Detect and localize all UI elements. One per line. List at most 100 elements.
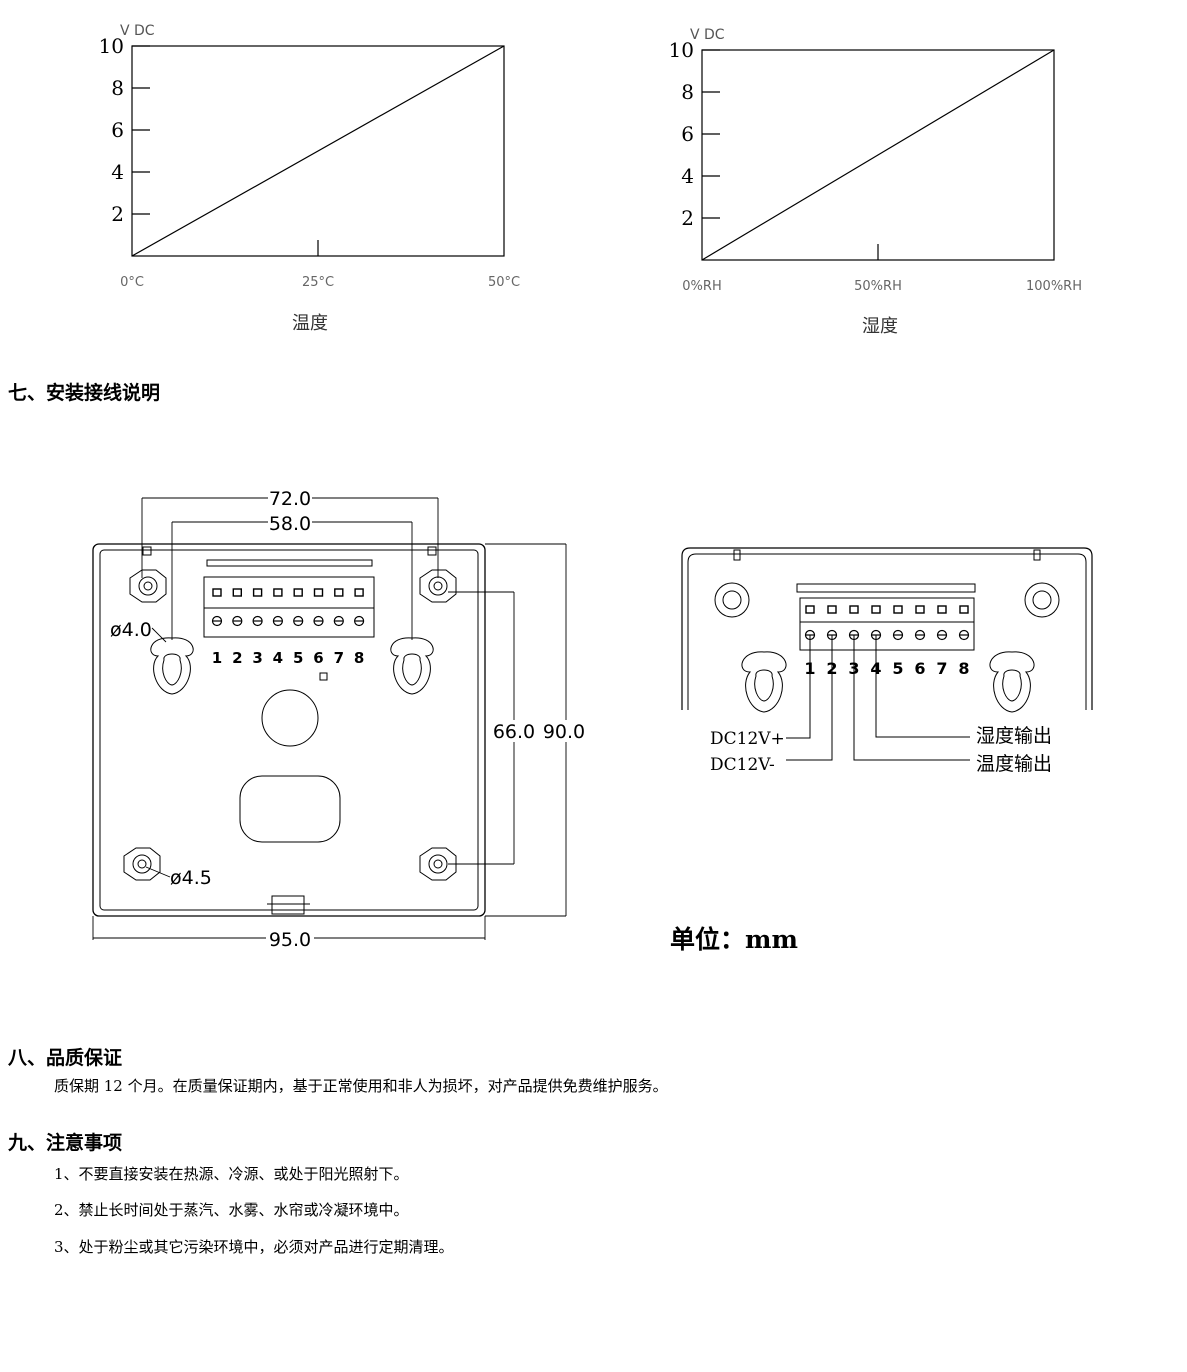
terminal-number: 8 — [354, 649, 364, 667]
housing-outer — [92, 543, 486, 917]
dc12v-minus-label: DC12V- — [710, 755, 775, 775]
c2-y-tick-label: 2 — [681, 206, 694, 230]
c1-y-tick-label: 6 — [111, 118, 124, 142]
wire-terminal-2 — [786, 635, 833, 761]
section9-item-2: 2、禁止长时间处于蒸汽、水雾、水帘或冷凝环境中。 — [54, 1201, 409, 1219]
terminal-screw — [313, 615, 324, 627]
wiring-housing-inner — [687, 553, 1087, 710]
c1-x-tick-label: 0°C — [120, 275, 144, 290]
terminal-wire-slot — [273, 588, 283, 597]
wiring-housing-outer — [681, 547, 1093, 710]
terminal-screw — [892, 629, 904, 641]
wiring-clip-right — [1033, 549, 1041, 561]
chart1-x-axis: 0°C 25°C 50°C — [120, 275, 520, 290]
section9-title: 九、注意事项 — [8, 1132, 123, 1154]
terminal-screw — [211, 615, 223, 627]
terminal-wire-slot — [252, 588, 263, 597]
dim-72-label: 72.0 — [269, 488, 311, 510]
terminal-screw — [914, 629, 926, 641]
center-sensor-hole — [261, 689, 319, 747]
c2-x-tick-label: 100%RH — [1026, 279, 1082, 294]
terminal-wire-slot — [354, 588, 364, 597]
hole-diameter-45-label: ø4.5 — [170, 867, 212, 889]
keyhole-slot-left — [150, 637, 194, 695]
dim-66-bg — [492, 720, 538, 742]
humidity-output-label: 湿度输出 — [976, 725, 1052, 747]
terminal-number: 6 — [313, 649, 323, 667]
section8-body: 质保期 12 个月。在质量保证期内，基于正常使用和非人为损坏，对产品提供免费维护… — [54, 1077, 668, 1095]
terminal-number: 7 — [936, 659, 947, 678]
terminal-screw — [354, 615, 365, 627]
terminal-number: 5 — [892, 659, 903, 678]
indicator-led — [319, 672, 328, 681]
dim-90-label: 90.0 — [543, 721, 585, 743]
chart1-unit-label: V DC — [120, 23, 155, 39]
hole-diameter-4-label: ø4.0 — [110, 619, 152, 641]
wire-terminal-3 — [853, 635, 970, 761]
terminal-number: 4 — [273, 649, 283, 667]
center-window — [239, 775, 341, 843]
c1-y-tick-label: 4 — [111, 160, 124, 184]
terminal-block — [203, 576, 375, 638]
chart2-unit-label: V DC — [690, 27, 725, 43]
terminal-wire-slot — [334, 588, 344, 597]
c1-y-tick-label: 8 — [111, 76, 124, 100]
terminal-wire-slot — [827, 605, 837, 614]
c2-x-tick-label: 0%RH — [682, 279, 721, 294]
section7-title: 七、安装接线说明 — [8, 382, 161, 404]
terminal-wire-slot — [915, 605, 925, 614]
terminal-number: 3 — [252, 649, 262, 667]
section9-item-1: 1、不要直接安装在热源、冷源、或处于阳光照射下。 — [54, 1165, 409, 1183]
dim-66-label: 66.0 — [493, 721, 535, 743]
chart1-series-line — [131, 45, 505, 257]
keyhole-slot-right — [390, 637, 434, 695]
mount-hole-bottom-left — [123, 847, 161, 881]
c2-y-tick-label: 4 — [681, 164, 694, 188]
chart2-x-axis-label: 湿度 — [862, 316, 898, 337]
mount-hole-bottom-right — [419, 847, 457, 881]
terminal-wire-slot — [232, 588, 243, 597]
terminal-number: 1 — [212, 649, 222, 667]
dim-58-label: 58.0 — [269, 513, 311, 535]
terminal-wire-slot — [849, 605, 859, 614]
hole-4-leader — [151, 627, 167, 643]
c1-x-tick-label: 50°C — [488, 275, 520, 290]
mount-hole-top-left — [129, 569, 167, 603]
terminal-wire-slot — [893, 605, 903, 614]
terminal-wire-slot — [959, 605, 969, 614]
unit-label: 单位：mm — [670, 925, 798, 954]
c2-x-tick-label: 50%RH — [854, 279, 902, 294]
section9-item-3: 3、处于粉尘或其它污染环境中，必须对产品进行定期清理。 — [54, 1238, 454, 1256]
terminal-cover — [206, 559, 373, 567]
c2-y-tick-label: 6 — [681, 122, 694, 146]
housing-inner — [99, 549, 479, 911]
terminal-number: 6 — [914, 659, 925, 678]
terminal-wire-slot — [871, 605, 881, 614]
wire-terminal-1 — [786, 635, 811, 739]
terminal-screw — [936, 629, 948, 641]
dim-95-label: 95.0 — [269, 929, 311, 951]
section8-title: 八、品质保证 — [8, 1047, 123, 1069]
wiring-keyhole-right — [989, 651, 1035, 713]
bottom-clip — [271, 895, 305, 915]
terminal-screw — [272, 615, 283, 627]
terminal-screw — [252, 615, 263, 627]
terminal-number: 8 — [958, 659, 969, 678]
chart2-series-line — [701, 49, 1055, 261]
terminal-wire-slot — [212, 588, 222, 597]
terminal-screw — [958, 629, 970, 641]
wire-terminal-4 — [875, 635, 970, 738]
temperature-output-label: 温度输出 — [976, 753, 1052, 775]
terminal-number: 2 — [232, 649, 242, 667]
wiring-terminal-cover — [796, 583, 976, 593]
terminal-number: 7 — [334, 649, 344, 667]
c1-x-tick-label: 25°C — [302, 275, 334, 290]
wiring-terminal-block — [799, 597, 975, 651]
dim-90-bg — [542, 720, 588, 742]
dim-72-bg — [268, 488, 312, 508]
c2-y-tick-label: 8 — [681, 80, 694, 104]
wiring-hole-left — [714, 582, 750, 618]
